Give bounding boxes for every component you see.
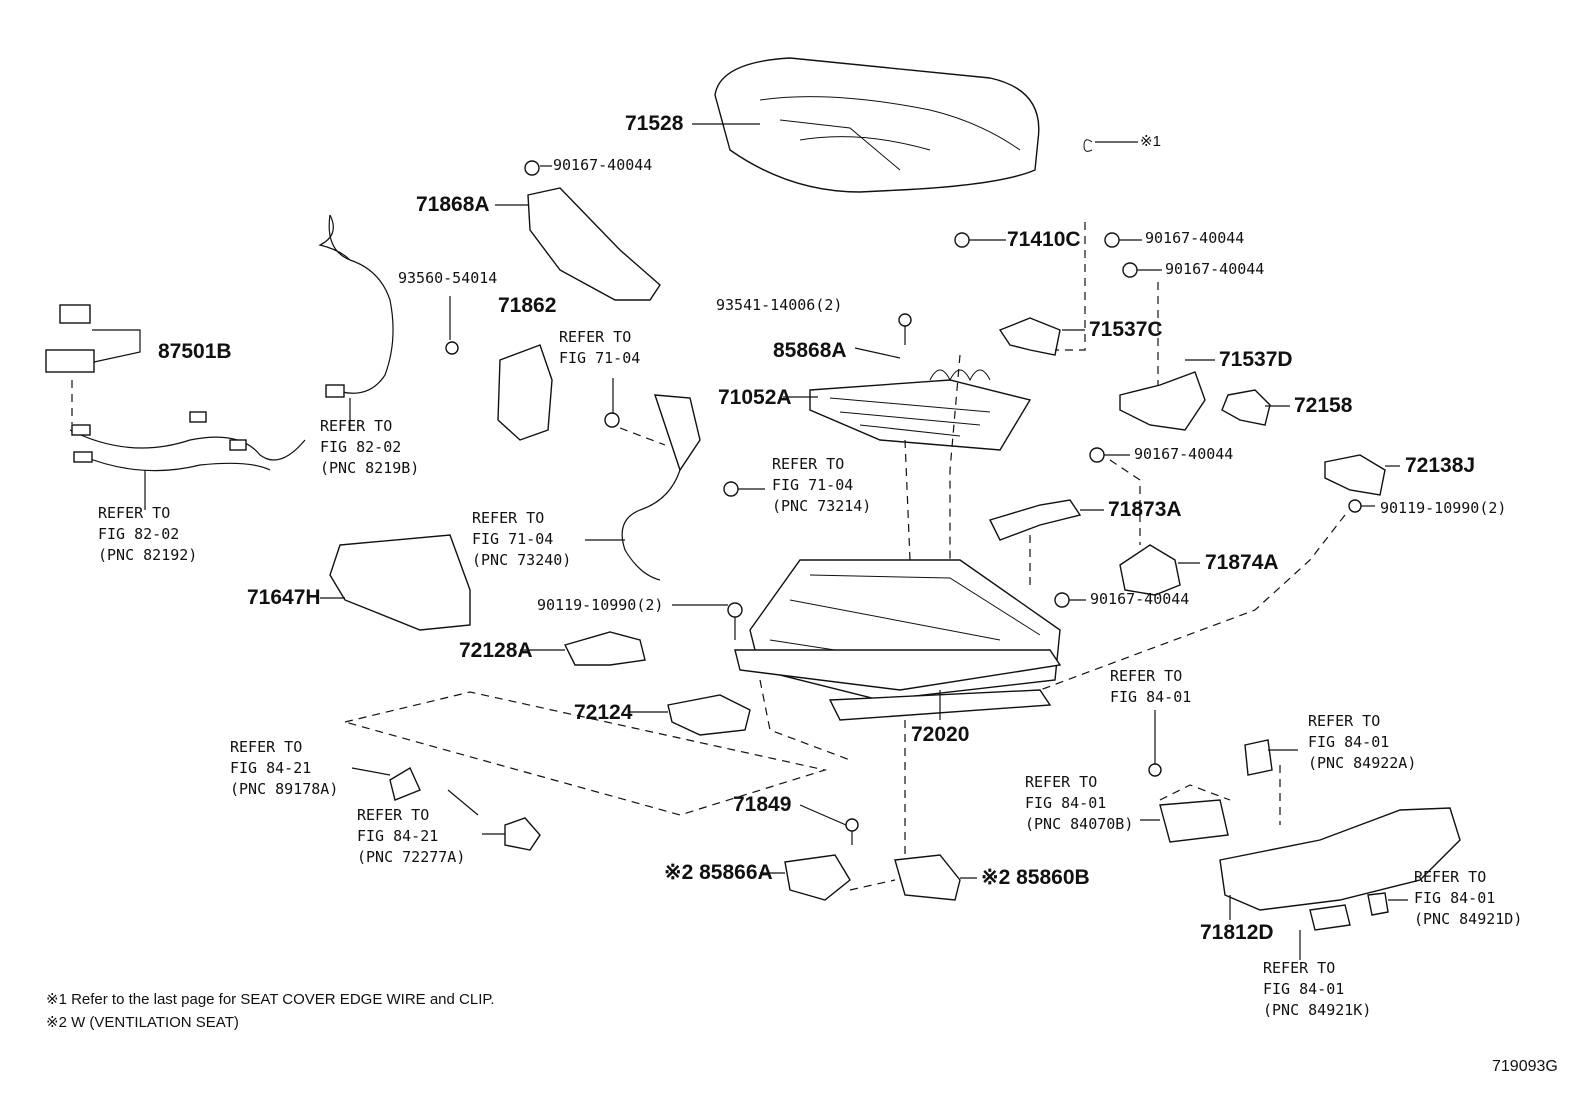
label-71874A: 71874A <box>1205 551 1279 574</box>
label-90167-40044-d: 90167-40044 <box>1134 445 1234 463</box>
heater-mat-71052A-drawing <box>809 313 1032 451</box>
pad-71647H-drawing <box>320 534 471 631</box>
ref-fig-82-02-b: REFER TO FIG 82-02 (PNC 82192) <box>98 504 198 564</box>
ref-fig-84-21-a: REFER TO FIG 84-21 (PNC 89178A) <box>230 738 339 798</box>
module-87501B-drawing <box>45 304 141 373</box>
label-72124: 72124 <box>574 701 633 724</box>
covers-72128A-72124-drawing <box>563 602 751 736</box>
note-mark-1: ※1 <box>1140 133 1161 150</box>
label-85866A: ※2 85866A <box>664 861 773 884</box>
lower-dashed-groups <box>342 679 906 855</box>
label-71647H: 71647H <box>247 586 321 609</box>
label-71862: 71862 <box>498 294 557 317</box>
parts-71873A-71874A-drawing <box>989 447 1181 608</box>
label-71868A: 71868A <box>416 193 490 216</box>
ref-fig-84-01-b: REFER TO FIG 84-01 (PNC 84922A) <box>1308 712 1417 772</box>
label-71812D: 71812D <box>1200 921 1274 944</box>
parts-89178A-72277A-drawing <box>389 766 541 851</box>
label-90167-40044-b: 90167-40044 <box>1145 229 1245 247</box>
label-72158: 72158 <box>1294 394 1353 417</box>
ref-fig-84-21-b: REFER TO FIG 84-21 (PNC 72277A) <box>357 806 466 866</box>
ref-fig-84-01-e: REFER TO FIG 84-01 (PNC 84921K) <box>1263 959 1372 1019</box>
side-shield-71812D-drawing <box>1148 739 1461 931</box>
label-71849: 71849 <box>733 793 792 816</box>
harness-73240-drawing <box>604 394 739 581</box>
seat-cushion-cover-drawing <box>714 57 1040 193</box>
label-90167-40044-c: 90167-40044 <box>1165 260 1265 278</box>
figure-id: 719093G <box>1492 1058 1558 1075</box>
label-71537D: 71537D <box>1219 348 1293 371</box>
label-72128A: 72128A <box>459 639 533 662</box>
label-72020: 72020 <box>911 723 970 746</box>
label-93560-54014: 93560-54014 <box>398 269 498 287</box>
ref-fig-71-04-b: REFER TO FIG 71-04 (PNC 73214) <box>772 455 872 515</box>
harness-82192-drawing <box>69 380 306 510</box>
fans-85866A-85860B-drawing <box>784 854 961 901</box>
label-85868A: 85868A <box>773 339 847 362</box>
label-85860B: ※2 85860B <box>981 866 1090 889</box>
clip-71410C-drawing <box>954 139 1138 248</box>
ref-fig-84-01-c: REFER TO FIG 84-01 (PNC 84070B) <box>1025 773 1134 833</box>
label-90167-40044-a: 90167-40044 <box>553 156 653 174</box>
harness-8219B-drawing <box>318 214 394 398</box>
label-90167-40044-e: 90167-40044 <box>1090 590 1190 608</box>
ref-fig-84-01-d: REFER TO FIG 84-01 (PNC 84921D) <box>1414 868 1523 928</box>
label-71528: 71528 <box>625 112 684 135</box>
footnote-2: ※2 W (VENTILATION SEAT) <box>46 1014 239 1031</box>
footnote-1: ※1 Refer to the last page for SEAT COVER… <box>46 991 495 1008</box>
brackets-71537-drawing <box>998 222 1271 431</box>
ref-fig-71-04-a: REFER TO FIG 71-04 <box>559 328 641 367</box>
label-93541-14006: 93541-14006(2) <box>716 296 843 314</box>
label-87501B: 87501B <box>158 340 232 363</box>
label-71537C: 71537C <box>1089 318 1163 341</box>
part-71862-drawing <box>445 341 553 441</box>
leader-lines <box>349 123 1408 960</box>
ref-fig-82-02-a: REFER TO FIG 82-02 (PNC 8219B) <box>320 417 420 477</box>
label-72138J: 72138J <box>1405 454 1476 477</box>
ref-fig-71-04-c: REFER TO FIG 71-04 (PNC 73240) <box>472 509 572 569</box>
cover-71868A-drawing <box>524 160 661 301</box>
label-90119-10990-b: 90119-10990(2) <box>537 596 664 614</box>
ref-fig-84-01-a: REFER TO FIG 84-01 <box>1110 667 1192 706</box>
label-71873A: 71873A <box>1108 498 1182 521</box>
label-71410C: 71410C <box>1007 228 1081 251</box>
label-71052A: 71052A <box>718 386 792 409</box>
label-90119-10990-a: 90119-10990(2) <box>1380 499 1507 517</box>
